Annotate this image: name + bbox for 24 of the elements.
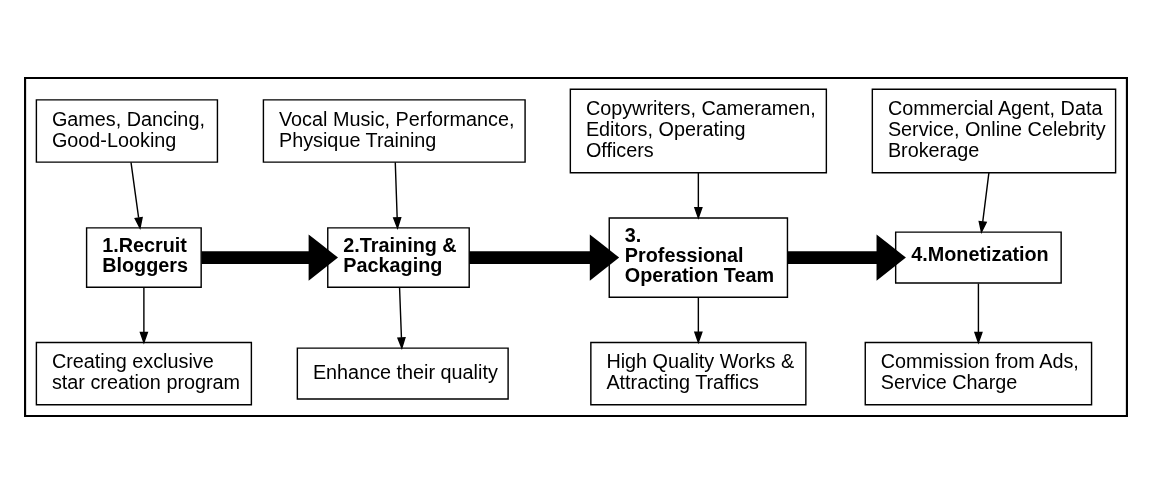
cluster <box>24 76 1128 418</box>
node-box: Creating exclusive star creation program <box>35 341 253 406</box>
arrow <box>201 234 338 281</box>
node-box: 1.Recruit Bloggers <box>85 227 202 288</box>
arrow <box>392 161 402 230</box>
node-box: Commercial Agent, Data Service, Online Celebrity Brokerage <box>871 88 1117 174</box>
arrow <box>130 161 143 230</box>
arrow <box>139 286 149 345</box>
node-box: 4.Monetization <box>894 231 1062 284</box>
arrow <box>693 172 703 220</box>
arrow <box>973 282 983 345</box>
arrow <box>787 234 906 281</box>
node-box: 2.Training & Packaging <box>327 227 470 288</box>
arrow <box>693 296 703 345</box>
node-box: 3. Professional Operation Team <box>608 217 789 298</box>
node-box: Commission from Ads, Service Charge <box>864 341 1093 406</box>
arrow <box>978 172 990 234</box>
node-box: Vocal Music, Performance, Physique Training <box>262 99 526 163</box>
node-box: High Quality Works & Attracting Traffics <box>590 341 807 406</box>
arrow <box>469 234 620 281</box>
node-box: Games, Dancing, Good-Looking <box>35 99 219 163</box>
arrow <box>396 286 406 350</box>
node-box: Enhance their quality <box>296 347 509 400</box>
node-box: Copywriters, Cameramen, Editors, Operating Officers <box>569 88 828 174</box>
